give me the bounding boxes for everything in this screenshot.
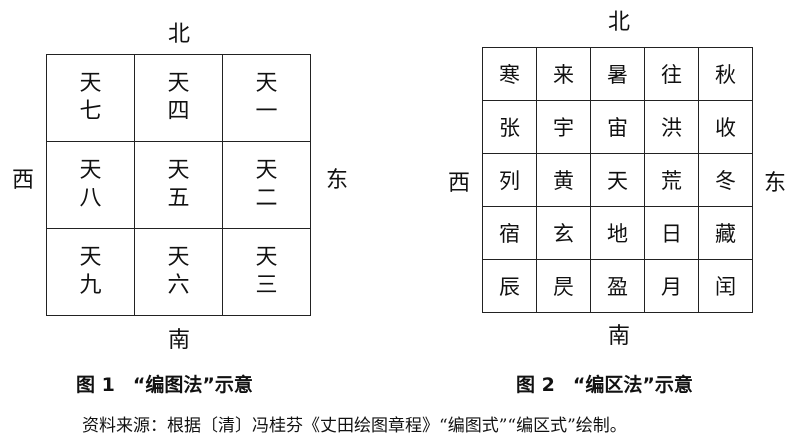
fig1-cell: 天九: [46, 228, 135, 316]
fig1-cell-char: 八: [79, 186, 102, 211]
fig1-east-label: 东: [326, 168, 349, 193]
fig2-caption-text: “编区法”示意: [572, 374, 693, 396]
fig1-cell-char: 天: [79, 71, 102, 96]
fig2-cell: 暑: [590, 47, 645, 101]
fig2-row: 宿玄地日藏: [482, 206, 753, 260]
fig2-cell: 宇: [536, 100, 591, 154]
fig1-caption-number: 图 1: [76, 374, 115, 396]
fig1-cell-char: 九: [79, 273, 102, 298]
fig2-cell: 洪: [644, 100, 699, 154]
fig1-row: 天七天四天一: [46, 54, 311, 142]
fig1-cell-char: 天: [255, 71, 278, 96]
fig2-caption: 图 2 “编区法”示意: [516, 370, 693, 397]
fig1-cell-char: 三: [255, 273, 278, 298]
fig2-cell: 闰: [698, 259, 753, 313]
source-note: 资料来源：根据〔清〕冯桂芬《丈田绘图章程》“编图式”“编区式”绘制。: [82, 416, 627, 436]
fig1-cell: 天一: [222, 54, 311, 142]
fig1-cell-char: 天: [167, 245, 190, 270]
fig2-south-label: 南: [608, 324, 631, 349]
fig1-cell-char: 天: [167, 71, 190, 96]
fig2-cell: 往: [644, 47, 699, 101]
fig1-cell-char: 六: [167, 273, 190, 298]
fig1-cell-char: 天: [79, 245, 102, 270]
fig2-row: 张宇宙洪收: [482, 100, 753, 154]
fig2-cell: 冬: [698, 153, 753, 207]
fig1-row: 天九天六天三: [46, 228, 311, 316]
fig1-cell-char: 天: [79, 158, 102, 183]
fig1-cell: 天七: [46, 54, 135, 142]
fig1-cell: 天六: [134, 228, 223, 316]
fig2-cell: 地: [590, 206, 645, 260]
fig2-cell: 列: [482, 153, 537, 207]
fig1-south-label: 南: [168, 328, 191, 353]
fig2-north-label: 北: [608, 10, 631, 35]
fig2-west-label: 西: [448, 171, 471, 196]
fig2-cell: 月: [644, 259, 699, 313]
fig1-cell: 天三: [222, 228, 311, 316]
fig1-cell-char: 七: [79, 99, 102, 124]
fig2-cell: 玄: [536, 206, 591, 260]
fig2-east-label: 东: [764, 171, 787, 196]
fig1-cell-char: 一: [255, 99, 278, 124]
fig2-cell: 天: [590, 153, 645, 207]
fig2-cell: 宿: [482, 206, 537, 260]
fig2-cell: 寒: [482, 47, 537, 101]
fig2-row: 辰昃盈月闰: [482, 259, 753, 313]
fig1-cell-char: 四: [167, 99, 190, 124]
fig1-cell-char: 二: [255, 186, 278, 211]
fig2-cell: 秋: [698, 47, 753, 101]
fig2-cell: 辰: [482, 259, 537, 313]
fig1-cell: 天四: [134, 54, 223, 142]
fig2-row: 寒来暑往秋: [482, 47, 753, 101]
fig2-cell: 盈: [590, 259, 645, 313]
fig2-caption-number: 图 2: [516, 374, 555, 396]
fig1-west-label: 西: [12, 168, 35, 193]
fig1-row: 天八天五天二: [46, 141, 311, 229]
fig1-cell: 天二: [222, 141, 311, 229]
fig1-caption-text: “编图法”示意: [132, 374, 253, 396]
fig1-caption: 图 1 “编图法”示意: [76, 370, 253, 397]
fig2-cell: 黄: [536, 153, 591, 207]
fig2-cell: 藏: [698, 206, 753, 260]
fig2-row: 列黄天荒冬: [482, 153, 753, 207]
fig2-cell: 收: [698, 100, 753, 154]
fig2-grid: 寒来暑往秋张宇宙洪收列黄天荒冬宿玄地日藏辰昃盈月闰: [482, 47, 753, 313]
fig2-cell: 张: [482, 100, 537, 154]
fig2-cell: 昃: [536, 259, 591, 313]
fig2-cell: 宙: [590, 100, 645, 154]
fig1-cell-char: 五: [167, 186, 190, 211]
fig2-cell: 日: [644, 206, 699, 260]
fig2-cell: 来: [536, 47, 591, 101]
fig1-north-label: 北: [168, 22, 191, 47]
fig1-cell-char: 天: [167, 158, 190, 183]
fig1-cell: 天八: [46, 141, 135, 229]
fig2-cell: 荒: [644, 153, 699, 207]
fig1-cell: 天五: [134, 141, 223, 229]
fig1-grid: 天七天四天一天八天五天二天九天六天三: [46, 54, 311, 316]
fig1-cell-char: 天: [255, 158, 278, 183]
fig1-cell-char: 天: [255, 245, 278, 270]
